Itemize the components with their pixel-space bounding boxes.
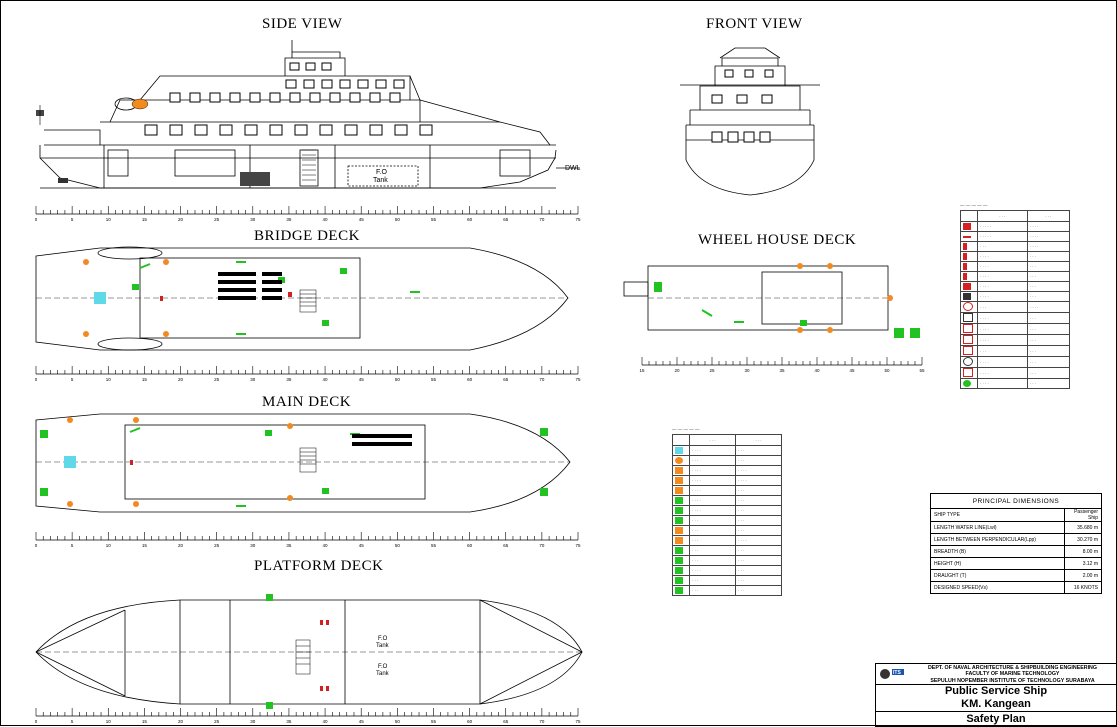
- pd-row: DESIGNED SPEED(Vs)16 KNOTS: [930, 581, 1102, 594]
- platform-deck-title: PLATFORM DECK: [254, 558, 384, 574]
- legend-right: · · ·· · · · · · · ·· · · · · · · · ·· ·…: [960, 210, 1071, 389]
- pd-value: Passenger Ship: [1064, 508, 1102, 522]
- dept-name: DEPT. OF NAVAL ARCHITECTURE & SHIPBUILDI…: [927, 665, 1098, 671]
- pd-label: LENGTH WATER LINE(Lwl): [930, 521, 1065, 534]
- legend-middle-title: — — — — —: [672, 427, 700, 432]
- pd-row: DRAUGHT (T)2.00 m: [930, 569, 1102, 582]
- pd-row: HEIGHT (H)3.12 m: [930, 557, 1102, 570]
- title-block: ITS DEPT. OF NAVAL ARCHITECTURE & SHIPBU…: [875, 663, 1117, 727]
- ship-type: Public Service Ship: [944, 685, 1048, 697]
- pd-label: HEIGHT (H): [930, 557, 1065, 570]
- pd-label: LENGTH BETWEEN PERPENDICULAR(Lpp): [930, 533, 1065, 546]
- plan-name: Safety Plan: [876, 711, 1116, 726]
- its-logo: ITS: [879, 668, 909, 680]
- pd-value: 30.270 m: [1064, 533, 1102, 546]
- pd-value: 35.680 m: [1064, 521, 1102, 534]
- side-view-title: SIDE VIEW: [262, 16, 343, 32]
- pd-label: DESIGNED SPEED(Vs): [930, 581, 1065, 594]
- pd-value: 16 KNOTS: [1064, 581, 1102, 594]
- principal-dimensions-title: PRINCIPAL DIMENSIONS: [930, 493, 1102, 509]
- pd-value: 3.12 m: [1064, 557, 1102, 570]
- main-deck-title: MAIN DECK: [262, 394, 352, 410]
- dwl-label: DWL: [565, 165, 581, 172]
- faculty-name: FACULTY OF MARINE TECHNOLOGY: [965, 671, 1060, 678]
- pd-label: SHIP TYPE: [930, 508, 1065, 522]
- ship-name: KM. Kangean: [961, 698, 1031, 710]
- legend-middle: · · ·· · · · · · ·· · · · · ·· · · · · ·…: [672, 434, 782, 596]
- svg-text:ITS: ITS: [893, 670, 901, 676]
- wheel-house-deck-title: WHEEL HOUSE DECK: [698, 232, 857, 248]
- pd-value: 8.00 m: [1064, 545, 1102, 558]
- tank-label: Tank: [373, 177, 388, 184]
- front-view-title: FRONT VIEW: [706, 16, 803, 32]
- pd-value: 2.00 m: [1064, 569, 1102, 582]
- fo-tank-label: F.O: [376, 169, 387, 176]
- pd-label: DRAUGHT (T): [930, 569, 1065, 582]
- institute-name: SEPULUH NOPEMBER INSTITUTE OF TECHNOLOGY…: [930, 677, 1095, 684]
- legend-right-title: — — — — —: [960, 203, 988, 208]
- pd-label: BREADTH (B): [930, 545, 1065, 558]
- pd-row: BREADTH (B)8.00 m: [930, 545, 1102, 558]
- pd-row: LENGTH BETWEEN PERPENDICULAR(Lpp)30.270 …: [930, 533, 1102, 546]
- bridge-deck-title: BRIDGE DECK: [254, 228, 360, 244]
- pd-row: LENGTH WATER LINE(Lwl)35.680 m: [930, 521, 1102, 534]
